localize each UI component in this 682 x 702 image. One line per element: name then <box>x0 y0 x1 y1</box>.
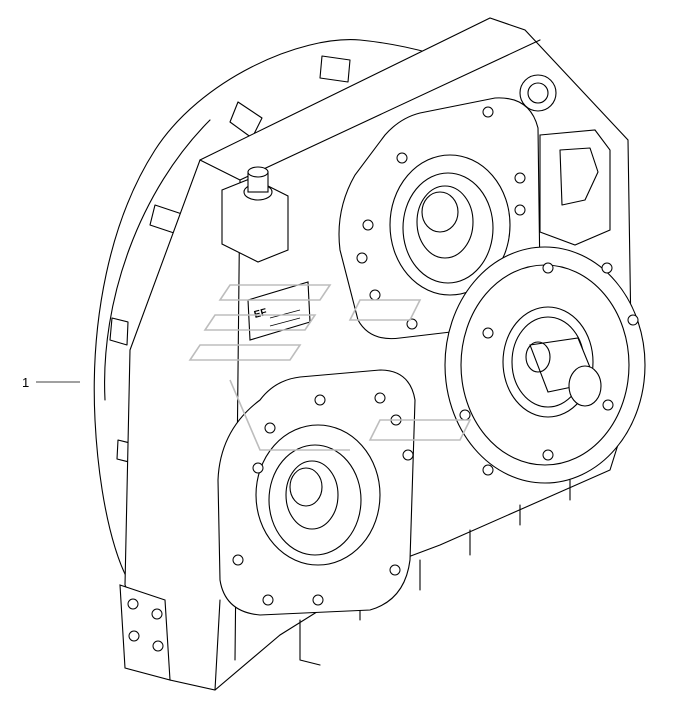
right-output-flange <box>444 246 646 484</box>
callout: 1 <box>22 375 80 390</box>
watermark <box>188 284 472 451</box>
callout-label: 1 <box>22 375 29 390</box>
upper-right-cover <box>539 129 611 246</box>
output-flange-bolt-holes <box>459 262 639 476</box>
lower-flange-bolt-holes <box>232 392 414 606</box>
nameplate-mark: EF <box>253 307 268 321</box>
top-plug <box>519 74 557 112</box>
lower-input-flange <box>217 369 416 616</box>
mounting-foot <box>119 584 171 681</box>
breather-plug <box>221 166 289 263</box>
